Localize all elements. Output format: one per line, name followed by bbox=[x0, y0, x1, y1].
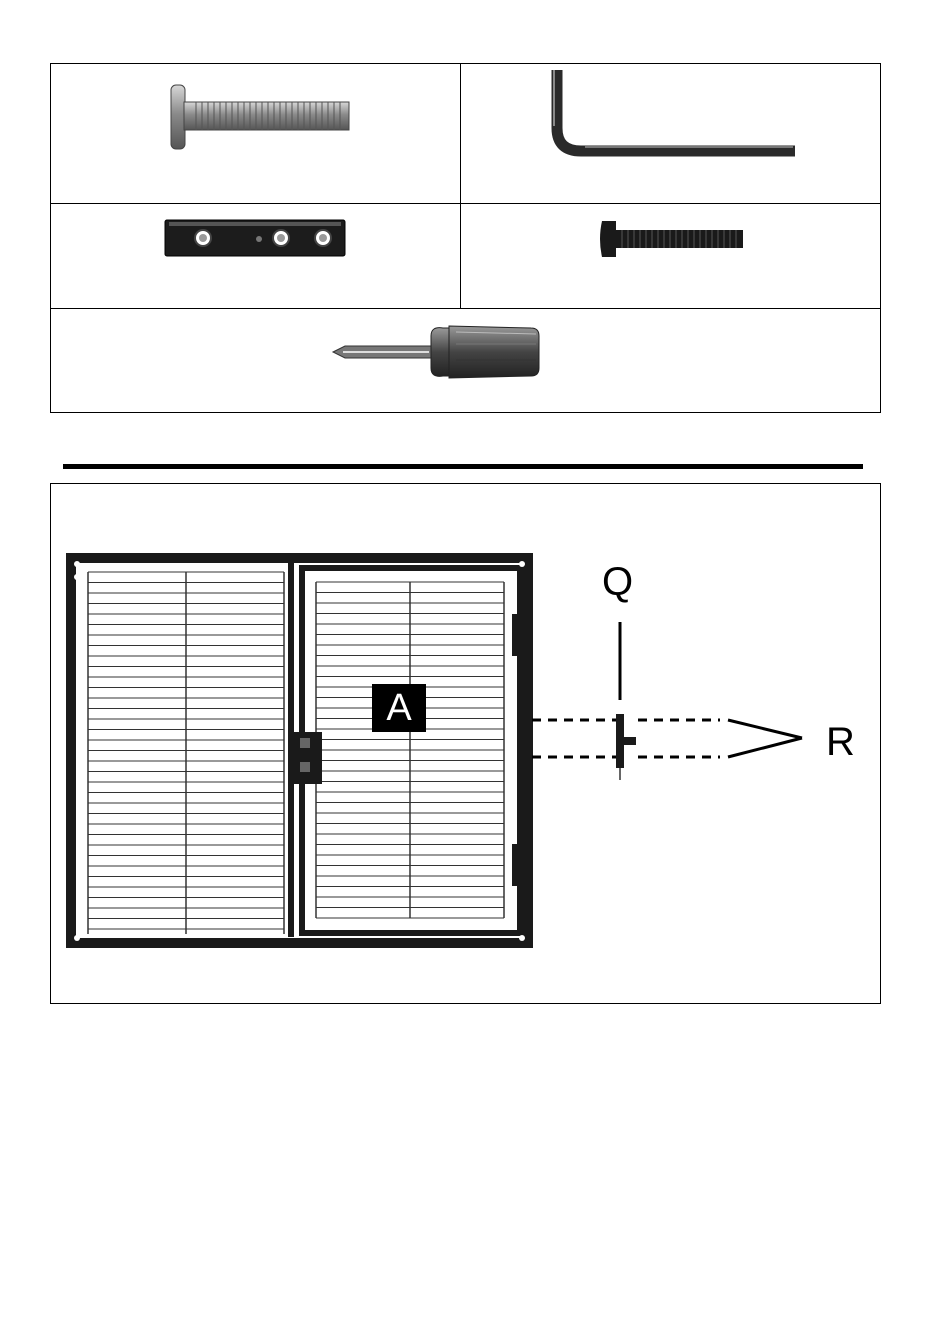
hex-bolt-icon bbox=[166, 79, 356, 154]
label-q: Q bbox=[602, 562, 633, 602]
part-cell-black-screw bbox=[460, 203, 880, 308]
part-cell-bolt bbox=[51, 64, 460, 203]
r-leader-lower bbox=[728, 738, 802, 757]
black-screw-icon bbox=[596, 217, 746, 261]
parts-table bbox=[50, 63, 881, 413]
r-leader-upper bbox=[728, 720, 802, 738]
allen-key-icon bbox=[545, 66, 805, 161]
part-cell-allen-key bbox=[460, 64, 880, 203]
hardware-callout bbox=[530, 620, 830, 780]
door-panel-mesh bbox=[316, 582, 504, 918]
screwdriver-icon bbox=[331, 322, 543, 382]
section-divider bbox=[63, 464, 863, 469]
panel-label-a: A bbox=[372, 684, 426, 732]
label-r: R bbox=[826, 722, 855, 762]
hardware-bracket bbox=[616, 714, 624, 768]
fixed-panel-mesh bbox=[88, 572, 284, 934]
part-cell-screwdriver bbox=[51, 308, 880, 412]
gate-panel-illustration bbox=[66, 552, 536, 952]
part-cell-connector-plate bbox=[51, 203, 460, 308]
connector-plate-icon bbox=[163, 217, 349, 259]
